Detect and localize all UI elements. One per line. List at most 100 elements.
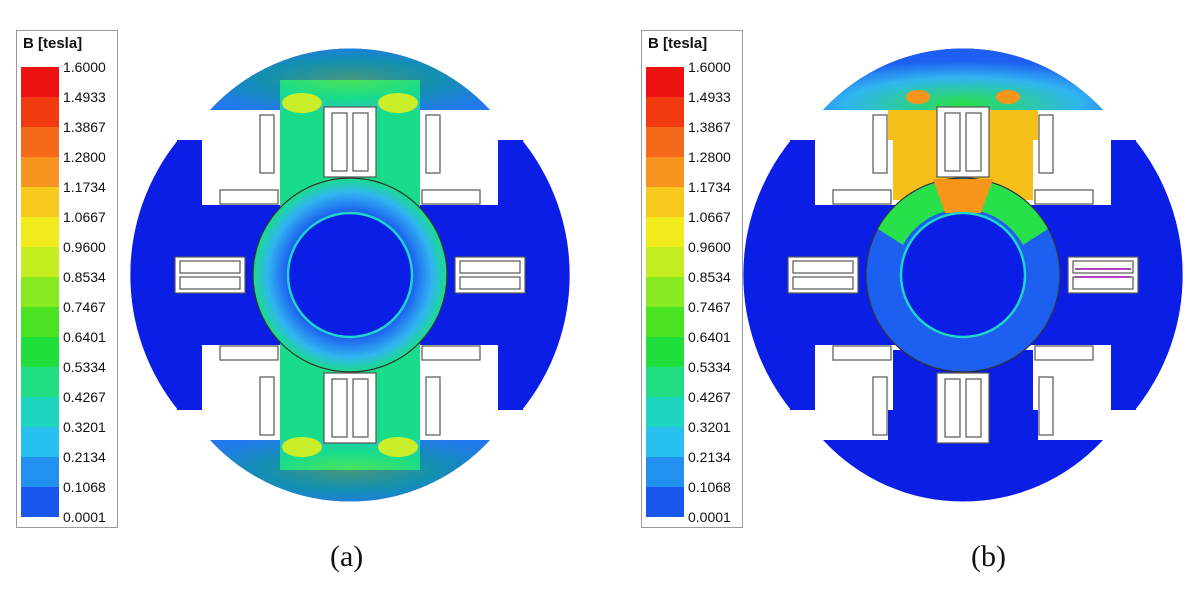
legend-swatch <box>21 97 59 127</box>
legend-value: 1.6000 <box>63 59 106 75</box>
coil <box>944 112 961 172</box>
legend-value: 1.4933 <box>688 89 731 105</box>
legend-swatch <box>21 247 59 277</box>
legend-value: 1.2800 <box>688 149 731 165</box>
aux-slot <box>259 114 275 174</box>
aux-slot <box>1034 189 1094 205</box>
legend-swatch <box>646 217 684 247</box>
legend-swatch <box>21 187 59 217</box>
aux-slot <box>425 376 441 436</box>
legend-value: 0.5334 <box>688 359 731 375</box>
coil <box>792 276 854 290</box>
legend-swatch <box>21 307 59 337</box>
legend-value: 1.0667 <box>688 209 731 225</box>
coil <box>792 260 854 274</box>
legend-swatch <box>646 487 684 517</box>
coil <box>965 378 982 438</box>
hotspot <box>282 437 322 457</box>
legend-value: 0.8534 <box>63 269 106 285</box>
legend-title: B [tesla] <box>23 35 83 52</box>
coil <box>179 260 241 274</box>
hotspot <box>378 437 418 457</box>
coil <box>179 276 241 290</box>
legend-swatch <box>646 457 684 487</box>
stator-left-arc <box>743 140 791 410</box>
coil <box>965 112 982 172</box>
legend-value: 0.2134 <box>688 449 731 465</box>
flux-density-map-b <box>743 48 1183 502</box>
legend-swatch <box>21 397 59 427</box>
top-cap-flux <box>210 48 490 110</box>
legend-value: 0.6401 <box>63 329 106 345</box>
legend-swatch <box>646 187 684 217</box>
legend-value: 0.4267 <box>63 389 106 405</box>
legend-value: 1.4933 <box>63 89 106 105</box>
legend-value: 0.1068 <box>688 479 731 495</box>
flux-density-map-a <box>130 48 570 502</box>
legend-value: 0.9600 <box>63 239 106 255</box>
legend-value: 0.2134 <box>63 449 106 465</box>
legend-value: 1.1734 <box>688 179 731 195</box>
legend-swatch <box>21 427 59 457</box>
legend-value: 1.0667 <box>63 209 106 225</box>
legend-value: 0.4267 <box>688 389 731 405</box>
legend-value: 1.6000 <box>688 59 731 75</box>
shaft <box>286 211 414 339</box>
coil <box>459 276 521 290</box>
legend-swatch <box>646 427 684 457</box>
aux-slot <box>1038 376 1054 436</box>
coil <box>1072 276 1134 290</box>
hotspot <box>906 90 930 104</box>
rotor-flux-band <box>878 178 1048 245</box>
caption-a: (a) <box>330 540 364 573</box>
legend-value: 0.3201 <box>688 419 731 435</box>
caption-b: (b) <box>971 540 1006 573</box>
stator-right-arc <box>1135 140 1183 410</box>
legend-swatch <box>646 97 684 127</box>
stator-left-arc <box>130 140 178 410</box>
aux-slot <box>219 345 279 361</box>
aux-slot <box>832 345 892 361</box>
aux-slot <box>421 345 481 361</box>
legend-swatch <box>646 157 684 187</box>
aux-slot <box>872 114 888 174</box>
legend-swatch <box>21 157 59 187</box>
hotspot <box>282 93 322 113</box>
legend-value: 0.5334 <box>63 359 106 375</box>
coil <box>331 378 348 438</box>
legend-value: 0.7467 <box>63 299 106 315</box>
legend-swatch <box>21 217 59 247</box>
legend-value: 0.3201 <box>63 419 106 435</box>
legend-value: 0.8534 <box>688 269 731 285</box>
legend-swatch <box>21 367 59 397</box>
legend-swatch <box>646 277 684 307</box>
legend-swatch <box>21 127 59 157</box>
coil <box>1072 260 1134 274</box>
legend-value: 1.1734 <box>63 179 106 195</box>
shaft <box>899 211 1027 339</box>
legend-swatch <box>646 127 684 157</box>
legend-swatch <box>646 397 684 427</box>
top-cap-flux <box>823 48 1103 110</box>
aux-slot <box>259 376 275 436</box>
legend-title: B [tesla] <box>648 35 708 52</box>
coil <box>352 378 369 438</box>
legend-value: 0.7467 <box>688 299 731 315</box>
legend-value: 0.0001 <box>688 509 731 525</box>
legend-swatch <box>21 337 59 367</box>
legend-value: 1.2800 <box>63 149 106 165</box>
legend-value: 0.0001 <box>63 509 106 525</box>
legend-value: 0.9600 <box>688 239 731 255</box>
aux-slot <box>1034 345 1094 361</box>
aux-slot <box>872 376 888 436</box>
coil <box>459 260 521 274</box>
aux-slot <box>832 189 892 205</box>
bottom-cap-flux <box>210 440 490 502</box>
hotspot <box>996 90 1020 104</box>
hotspot <box>378 93 418 113</box>
aux-slot <box>421 189 481 205</box>
legend-swatch <box>21 67 59 97</box>
legend-value: 0.6401 <box>688 329 731 345</box>
